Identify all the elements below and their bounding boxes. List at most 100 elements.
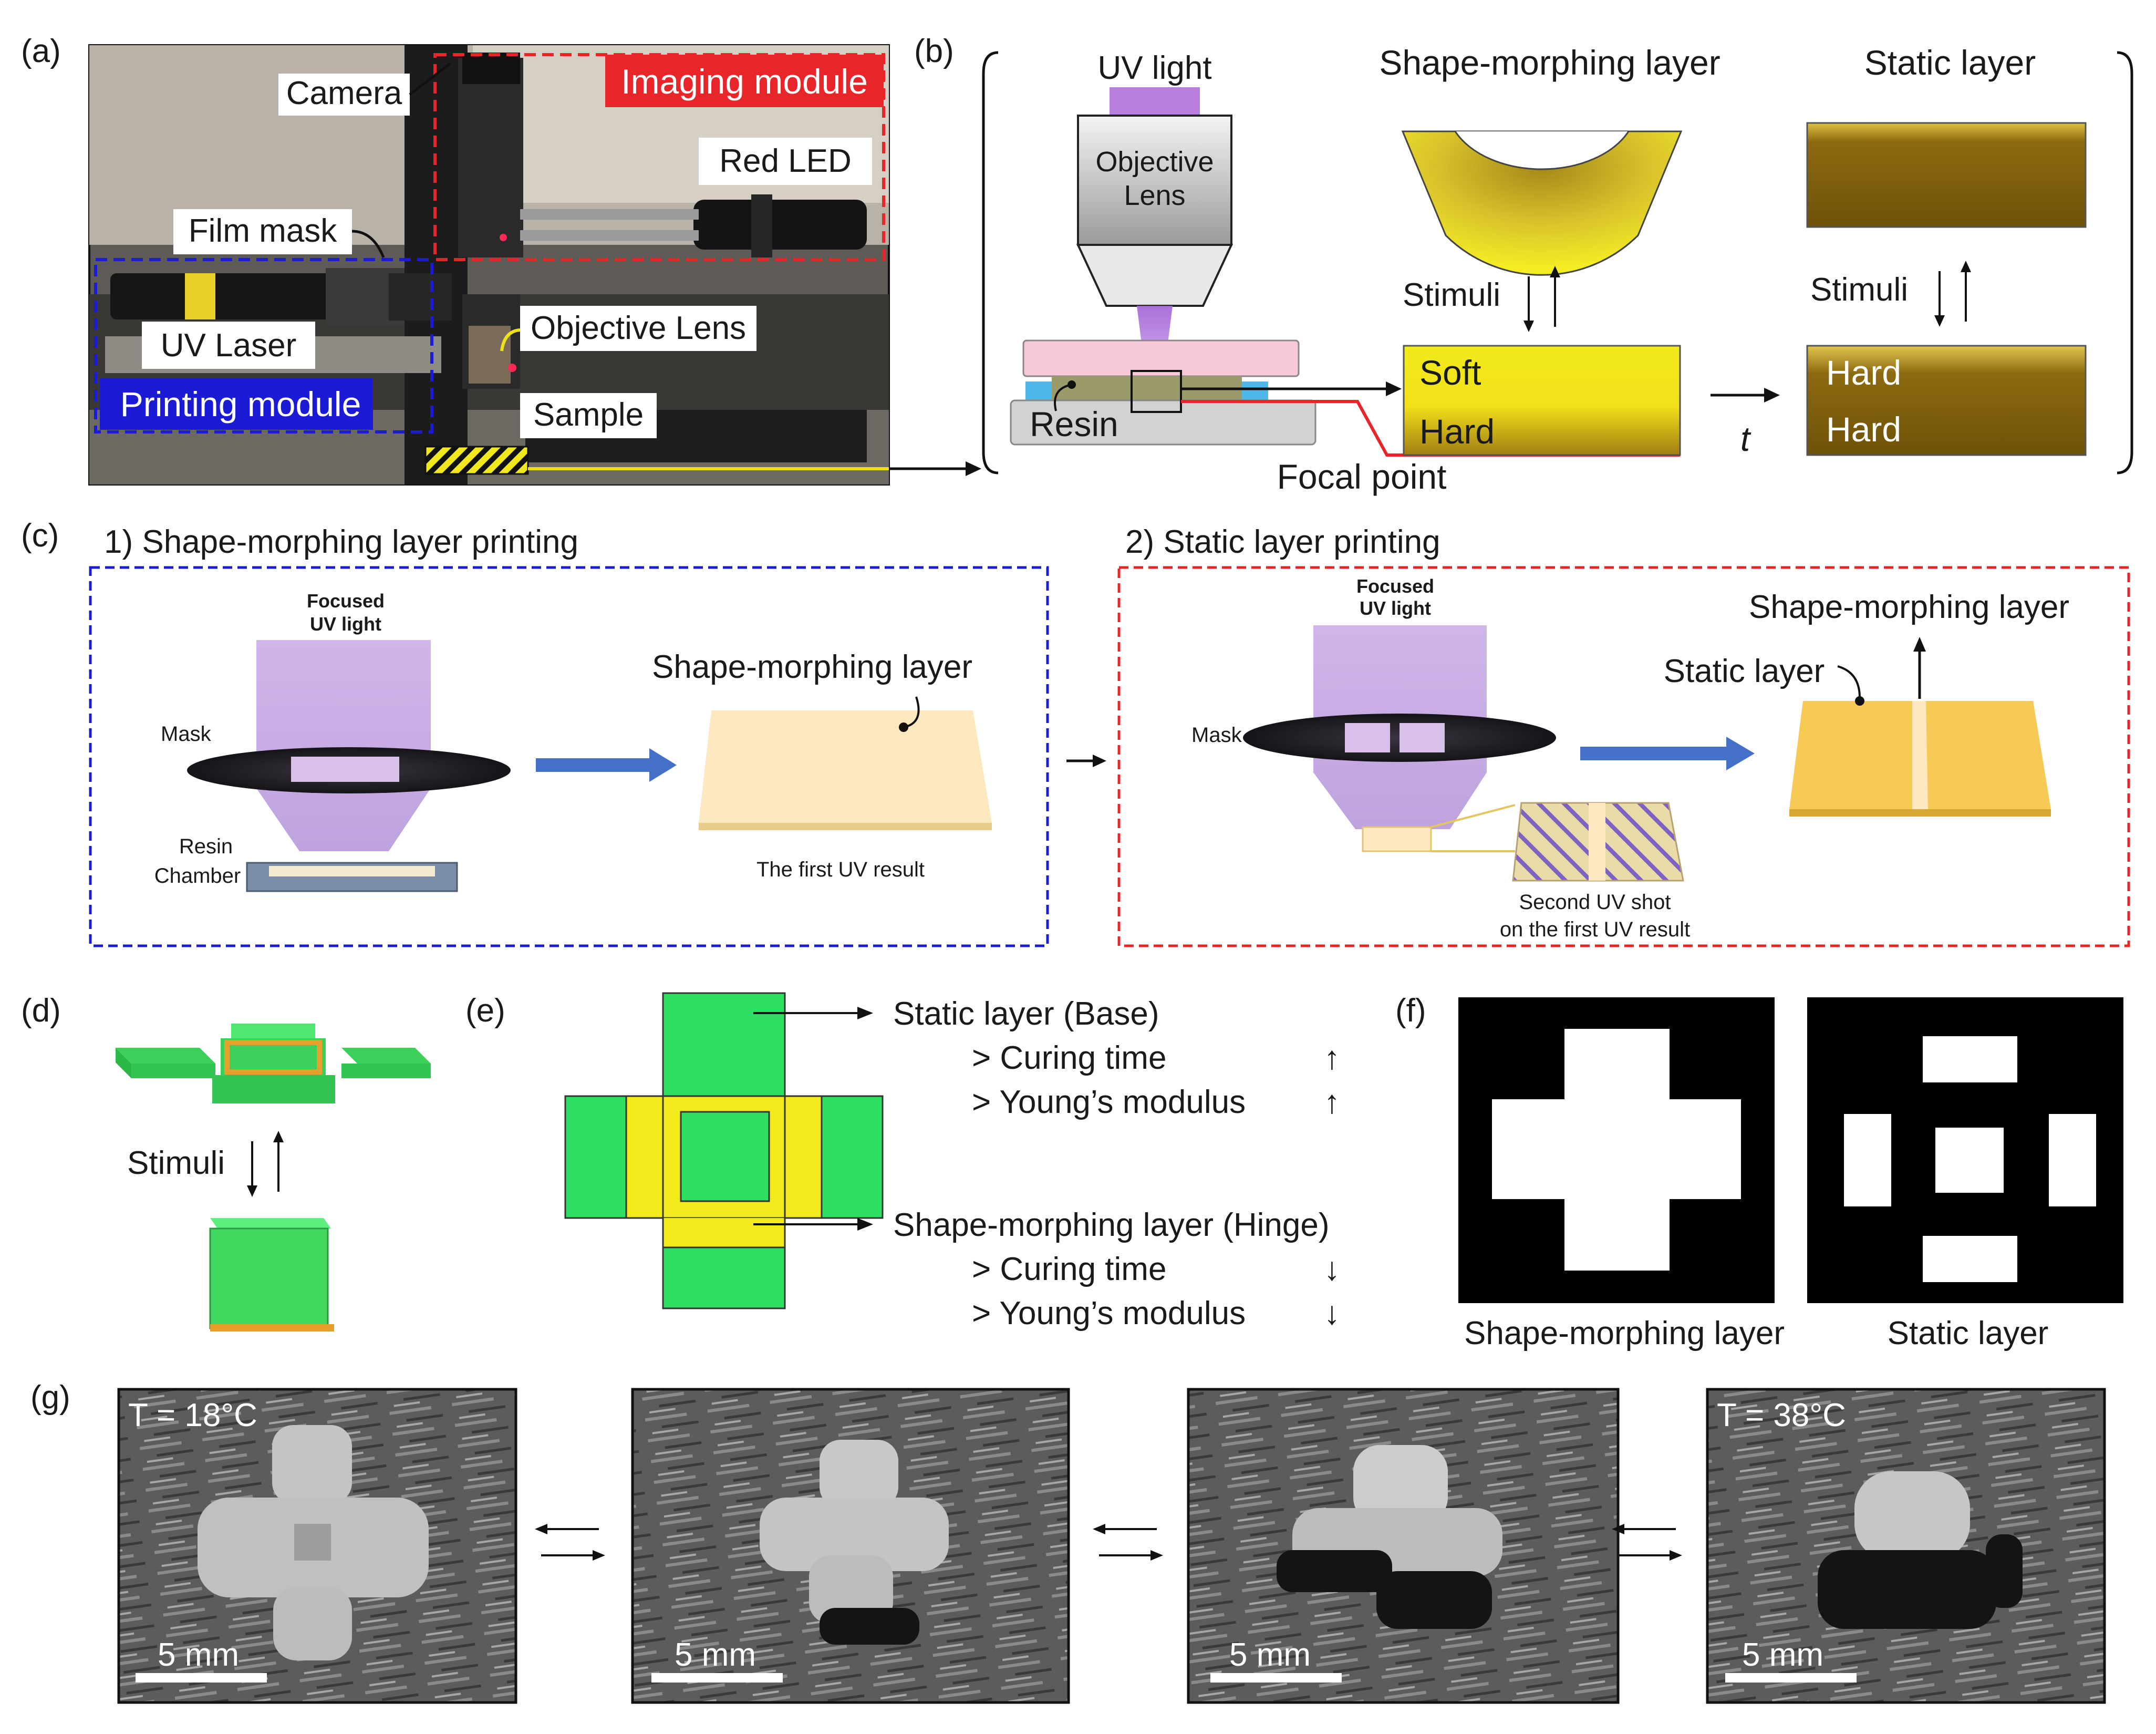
shape-morphing-mask xyxy=(1458,997,1775,1303)
focused-2-line2: UV light xyxy=(1360,597,1431,619)
sample-label-box xyxy=(520,393,657,438)
stimuli-down-2-head xyxy=(1934,315,1945,327)
mask-2-window-left xyxy=(1345,723,1390,752)
static-result-hinge xyxy=(1912,701,1928,809)
second-shot-gap xyxy=(1589,803,1605,881)
spacer-right xyxy=(1242,381,1268,400)
scale-label-4: 5 mm xyxy=(1742,1637,1823,1673)
objective-lens-b-line2: Lens xyxy=(1124,180,1185,211)
stimuli-down-1-head xyxy=(1523,321,1534,332)
process-arrow-1-head xyxy=(649,748,677,782)
spacer-left xyxy=(1025,381,1052,400)
static-title-b: Static layer xyxy=(1864,43,2036,82)
frame-3 xyxy=(1187,1388,1620,1704)
folded-cube xyxy=(209,1218,334,1332)
camera-label: Camera xyxy=(286,75,402,111)
first-result-label: The first UV result xyxy=(756,858,925,881)
curved-shape-cut xyxy=(1454,131,1630,170)
panel-label-g: (g) xyxy=(30,1379,70,1416)
hard-hard-block xyxy=(1806,345,2087,456)
mask-2-label: Mask xyxy=(1191,724,1242,747)
zoom-arrowhead xyxy=(1386,381,1402,396)
panel-c-box-2 xyxy=(1117,566,2130,947)
resin-chamber-line1: Resin xyxy=(179,835,233,858)
film-mask-leader xyxy=(351,230,385,258)
hard-label-2: Hard xyxy=(1826,353,1901,392)
zoom-line-top xyxy=(1431,804,1516,828)
static-layer-label-c: Static layer xyxy=(1664,653,1825,689)
youngs-modulus-2: > Young’s modulus xyxy=(972,1295,1246,1332)
shape-hinge-arrowhead xyxy=(857,1218,873,1231)
between-boxes-arrowhead xyxy=(1093,755,1106,767)
shape-layer-label-c1: Shape-morphing layer xyxy=(652,649,972,685)
panel-label-b: (b) xyxy=(914,33,954,69)
shape-morphing-title-b: Shape-morphing layer xyxy=(1379,43,1720,82)
imaging-module-badge xyxy=(605,55,884,107)
static-layer-label-f: Static layer xyxy=(1888,1315,2049,1351)
uv-beam-1 xyxy=(256,640,431,851)
process-arrow-2-head xyxy=(1726,737,1755,770)
printing-module-badge xyxy=(100,378,373,430)
static-layer-mask xyxy=(1807,997,2123,1303)
sample-to-b-arrowhead xyxy=(966,461,981,476)
scale-label-2: 5 mm xyxy=(675,1637,756,1673)
panel-c-title-2: 2) Static layer printing xyxy=(1125,524,1440,560)
film-mask-label-box xyxy=(173,209,352,254)
shape-layer-label-f: Shape-morphing layer xyxy=(1464,1315,1785,1351)
shape-layer-c1-leader-dot xyxy=(899,723,908,732)
focal-point-label: Focal point xyxy=(1277,457,1447,496)
panel-label-f: (f) xyxy=(1395,993,1426,1029)
resin-chamber-fill xyxy=(269,866,435,876)
panel-label-a: (a) xyxy=(21,33,61,69)
scale-label-3: 5 mm xyxy=(1229,1637,1311,1673)
focused-2-line1: Focused xyxy=(1356,575,1434,597)
red-led-label-box xyxy=(699,138,872,185)
curved-shape-layer xyxy=(1401,130,1683,276)
static-base-arrowhead xyxy=(857,1007,873,1019)
stimuli-up-1-head xyxy=(1550,266,1560,277)
second-shot-line1: Second UV shot xyxy=(1519,891,1671,914)
printing-module-label: Printing module xyxy=(120,385,361,424)
first-result-small xyxy=(1362,826,1432,852)
flat-cube-net xyxy=(116,1024,431,1103)
g-arrow-fwd-1-head xyxy=(593,1550,605,1561)
hard-label-3: Hard xyxy=(1826,410,1901,449)
time-label: t xyxy=(1740,419,1751,458)
g-arrow-fwd-2-head xyxy=(1150,1550,1163,1561)
imaging-module-label: Imaging module xyxy=(621,62,868,101)
red-led-label: Red LED xyxy=(719,143,852,179)
second-shot-line2: on the first UV result xyxy=(1500,918,1690,941)
soft-label: Soft xyxy=(1419,353,1481,392)
temp-label-4: T = 38°C xyxy=(1717,1397,1846,1433)
g-arrow-back-1-head xyxy=(535,1524,547,1534)
objective-lens-body xyxy=(1077,115,1232,246)
scale-label-1: 5 mm xyxy=(158,1637,239,1673)
scale-bar-3 xyxy=(1210,1673,1342,1683)
scale-bar-2 xyxy=(651,1673,783,1683)
stimuli-up-2-head xyxy=(1961,261,1971,272)
panel-b-bracket-left xyxy=(982,51,999,474)
stimuli-label-2: Stimuli xyxy=(1810,272,1908,308)
hinge-arrowhead xyxy=(1913,637,1926,652)
mask-1-label: Mask xyxy=(161,723,212,746)
g-arrow-back-3-head xyxy=(1612,1524,1624,1534)
mask-1-window xyxy=(291,757,399,782)
static-base-label: Static layer (Base) xyxy=(893,996,1159,1032)
stage-base xyxy=(1010,399,1317,446)
temp-label-1: T = 18°C xyxy=(128,1397,257,1433)
curing-time-2: > Curing time xyxy=(972,1251,1166,1287)
resin-chamber-line2: Chamber xyxy=(154,864,241,887)
objective-lens-a-leader xyxy=(500,328,521,352)
camera-leader xyxy=(409,62,452,96)
objective-lens-nose xyxy=(1076,244,1234,307)
g-arrow-back-2-head xyxy=(1093,1524,1105,1534)
d-stimuli-up-head xyxy=(273,1131,284,1142)
uv-light-source xyxy=(1110,87,1200,116)
mask-2-window-right xyxy=(1400,723,1445,752)
first-uv-result-plate-edge xyxy=(699,823,992,830)
scale-bar-4 xyxy=(1725,1673,1857,1683)
static-layer-c-leader-dot xyxy=(1855,696,1864,706)
static-layer-c-leader xyxy=(1837,665,1861,698)
arrow-down-1: ↓ xyxy=(1324,1251,1340,1287)
focal-zoom-box xyxy=(1131,370,1182,413)
